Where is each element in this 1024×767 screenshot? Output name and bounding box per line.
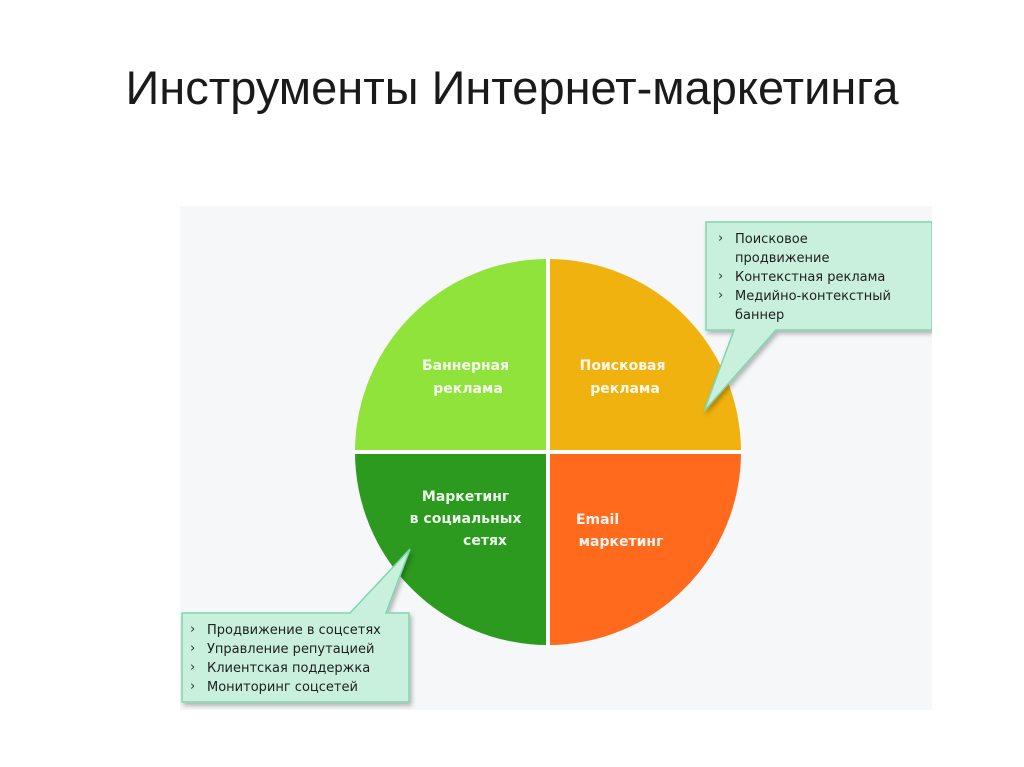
diagram-panel: Баннерная реклама Поисковая реклама Марк… <box>180 206 932 710</box>
social-callout-shape <box>181 548 411 703</box>
social-label-line-1: Маркетинг <box>422 489 509 505</box>
search-callout-shape <box>703 221 932 412</box>
banner-label-line-2: реклама <box>433 381 503 397</box>
banner-label-line-1: Баннерная <box>422 358 509 374</box>
email-quadrant-label: Email маркетинг <box>576 512 663 550</box>
email-marketing-quadrant <box>548 452 741 645</box>
social-callout-list: › Продвижение в соцсетях › Управление ре… <box>190 622 381 695</box>
marketing-tools-diagram: Баннерная реклама Поисковая реклама Марк… <box>181 221 932 703</box>
social-callout-item-2: Управление репутацией <box>207 642 374 657</box>
social-callout-item-4: Мониторинг соцсетей <box>207 680 358 695</box>
email-label-line-2: маркетинг <box>579 534 664 550</box>
search-callout-bullet-1: › <box>718 231 723 246</box>
search-label-line-2: реклама <box>590 381 660 397</box>
search-callout-bullet-2: › <box>718 269 723 284</box>
social-media-marketing-quadrant <box>355 452 548 645</box>
social-callout-bullet-3: › <box>190 660 195 675</box>
social-callout-bullet-4: › <box>190 679 195 694</box>
social-callout-item-1: Продвижение в соцсетях <box>207 623 381 638</box>
social-tools-callout <box>181 548 411 703</box>
social-label-line-3: сетях <box>463 533 507 549</box>
search-tools-callout <box>703 221 932 412</box>
search-callout-item-2: Контекстная реклама <box>735 270 885 285</box>
search-label-line-1: Поисковая <box>580 358 666 374</box>
email-label-line-1: Email <box>576 512 619 528</box>
social-callout-bullet-2: › <box>190 641 195 656</box>
social-callout-bullet-1: › <box>190 622 195 637</box>
search-callout-item-3: Медийно-контекстный баннер <box>735 289 895 323</box>
banner-quadrant-label: Баннерная реклама <box>422 358 514 397</box>
banner-advertising-quadrant <box>355 259 548 452</box>
social-callout-item-3: Клиентская поддержка <box>207 661 370 676</box>
search-callout-bullet-3: › <box>718 288 723 303</box>
social-quadrant-label: Маркетинг в социальных сетях <box>410 489 527 549</box>
slide-title: Инструменты Интернет-маркетинга <box>125 61 899 114</box>
search-callout-item-1: Поисковое продвижение <box>735 232 829 266</box>
social-label-line-2: в социальных <box>410 511 522 527</box>
search-callout-list: › Поисковое продвижение › Контекстная ре… <box>718 231 895 323</box>
search-quadrant-label: Поисковая реклама <box>580 358 671 397</box>
search-advertising-quadrant <box>548 259 741 452</box>
